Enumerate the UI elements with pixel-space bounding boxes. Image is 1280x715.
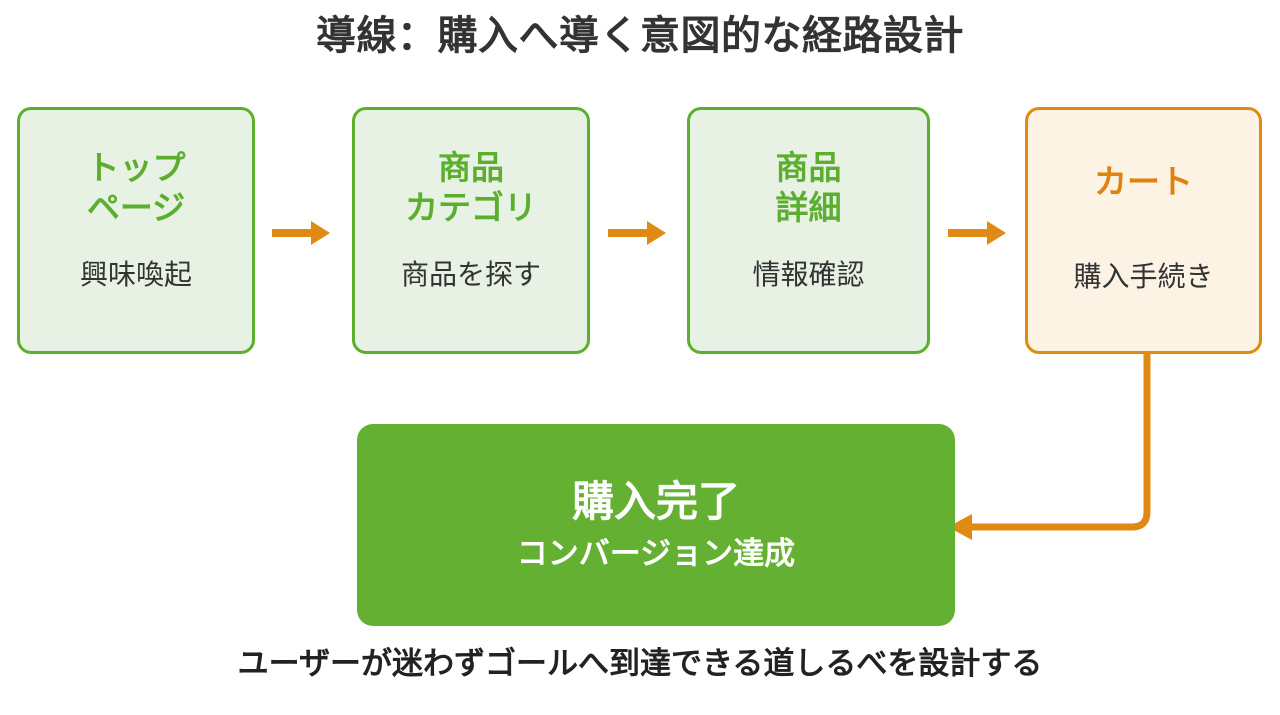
stage-card-product-detail[interactable]: 商品 詳細 情報確認 — [687, 107, 930, 354]
stage-subtitle: 情報確認 — [752, 258, 865, 290]
stage-subtitle: 興味喚起 — [79, 258, 192, 290]
stage-card-cart[interactable]: カート 購入手続き — [1025, 107, 1262, 354]
goal-card-purchase-complete[interactable]: 購入完了 コンバージョン達成 — [357, 424, 955, 626]
footer-caption: ユーザーが迷わずゴールへ到達できる道しるべを設計する — [237, 646, 1043, 681]
page-title: 導線：購入へ導く意図的な経路設計 — [316, 14, 964, 58]
arrow-right-icon — [606, 212, 668, 254]
arrow-right-icon — [270, 212, 332, 254]
arrow-right-icon — [946, 212, 1008, 254]
stage-card-top-page[interactable]: トップ ページ 興味喚起 — [17, 107, 255, 354]
goal-title: 購入完了 — [571, 477, 740, 525]
stage-title: トップ ページ — [86, 149, 186, 227]
goal-subtitle: コンバージョン達成 — [516, 536, 796, 572]
stage-subtitle: 商品を探す — [400, 258, 541, 290]
stage-title: 商品 詳細 — [775, 149, 842, 227]
arrow-elbow-down-left-icon — [930, 352, 1170, 552]
stage-subtitle: 購入手続き — [1073, 261, 1214, 293]
stage-title: 商品 カテゴリ — [405, 149, 537, 227]
stage-card-product-category[interactable]: 商品 カテゴリ 商品を探す — [352, 107, 590, 354]
stage-title: カート — [1094, 163, 1193, 200]
